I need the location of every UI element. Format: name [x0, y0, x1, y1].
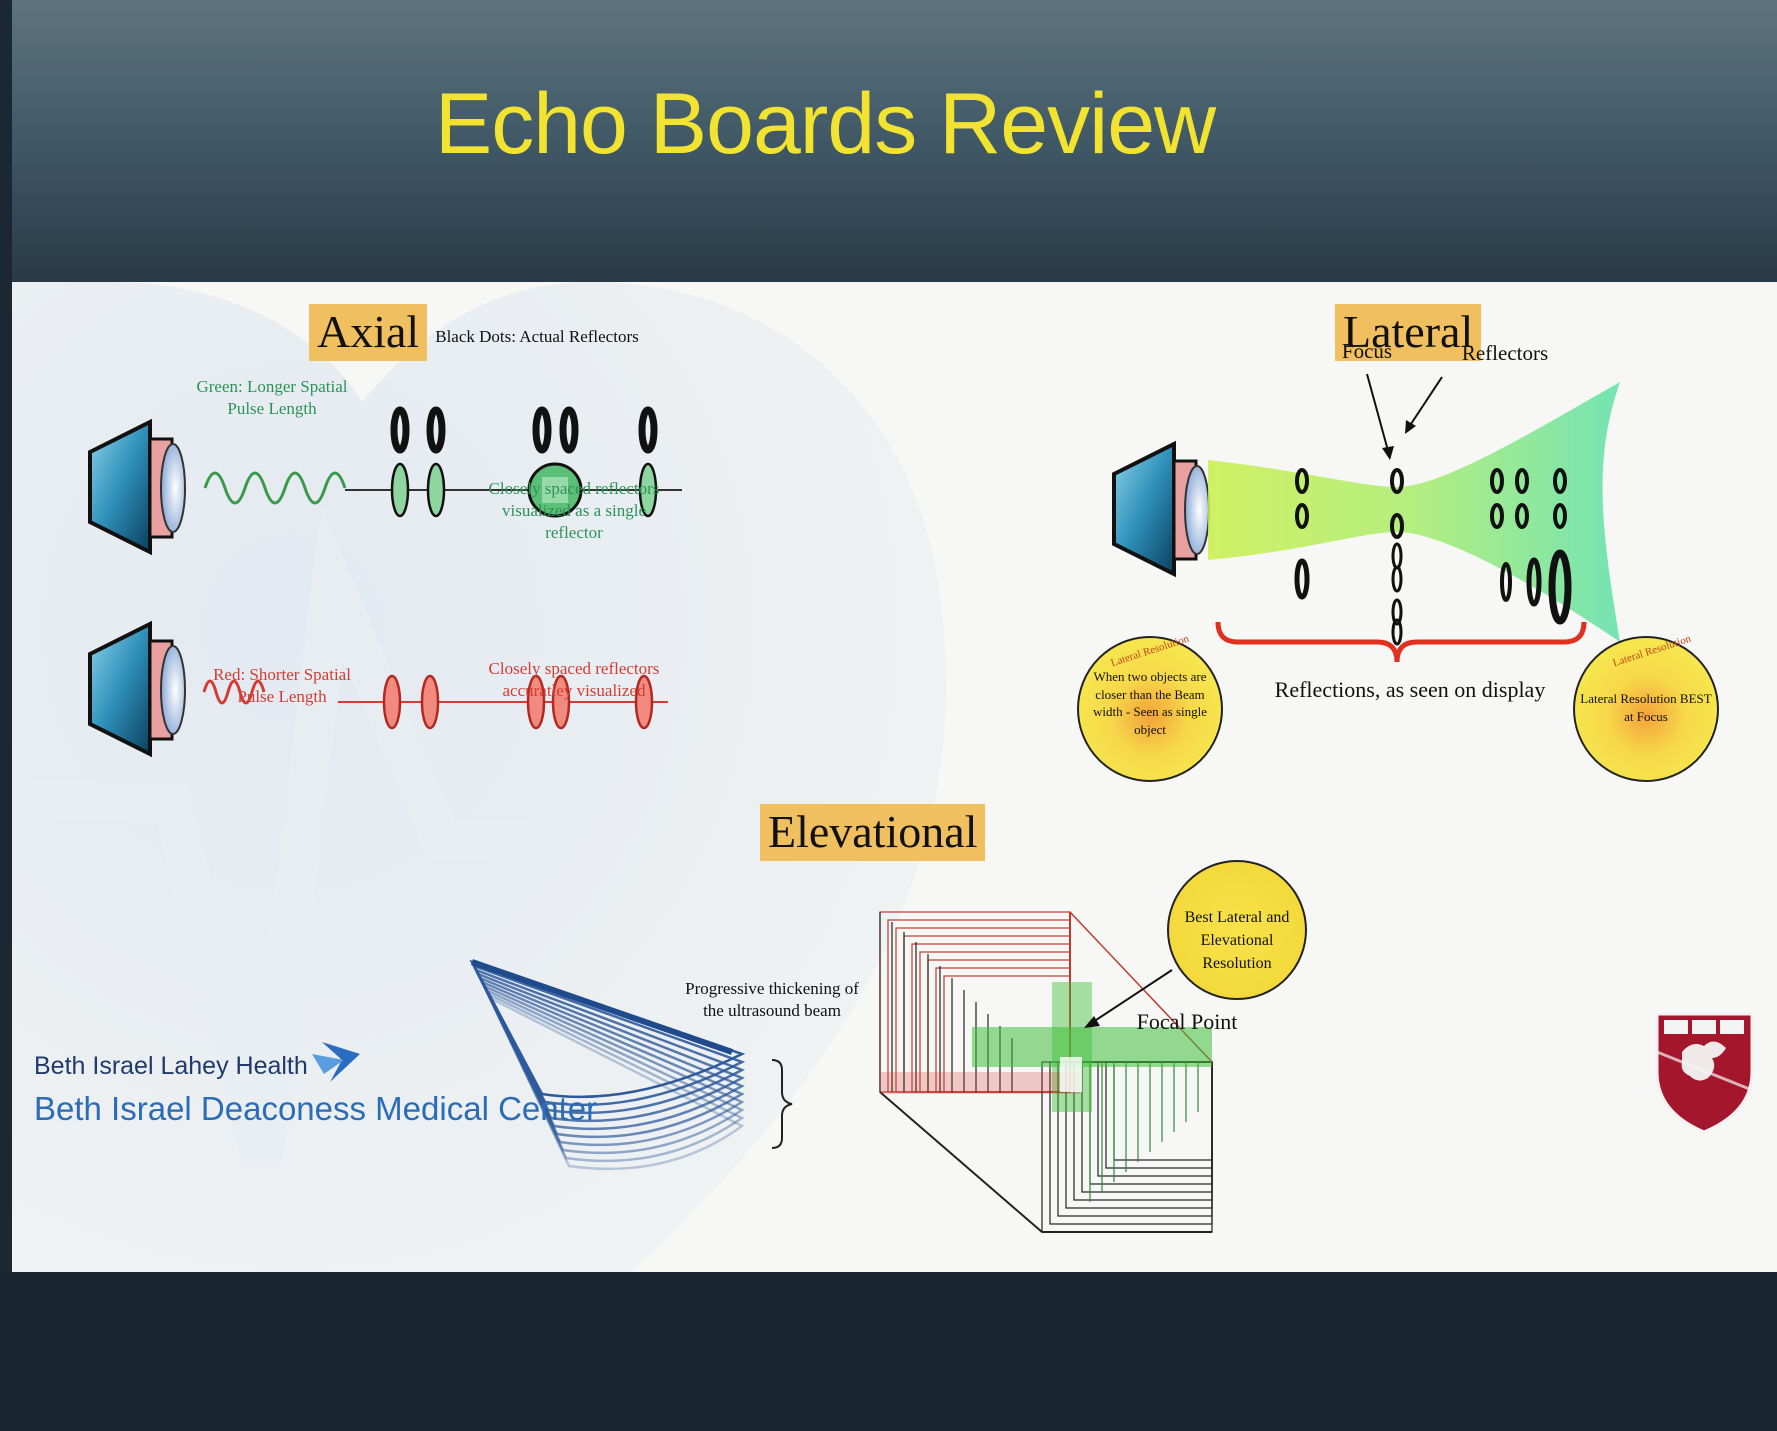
bilh-bird-icon — [312, 1042, 360, 1082]
beam-thickening-label: Progressive thickening of the ultrasound… — [652, 978, 892, 1022]
axial-heading: Axial — [309, 304, 428, 361]
elevational-heading: Elevational — [760, 804, 986, 861]
lateral-left-circle-text: When two objects are closer than the Bea… — [1092, 669, 1208, 737]
org-name-line2: Beth Israel Deaconess Medical Center — [34, 1090, 598, 1127]
lateral-right-circle-text: Lateral Resolution BEST at Focus — [1580, 691, 1712, 724]
focal-point-label: Focal Point — [1136, 1009, 1238, 1034]
axial-green-label: Green: Longer Spatial Pulse Length — [182, 376, 362, 420]
axial-green-label-line1: Green: Longer Spatial — [196, 377, 348, 396]
lateral-reflectors-label: Reflectors — [1461, 341, 1549, 365]
beam-thickening-line2: the ultrasound beam — [703, 1001, 841, 1021]
org-name-line1: Beth Israel Lahey Health — [34, 1052, 308, 1080]
axial-green-note: Closely spaced reflectors visualized as … — [452, 478, 696, 544]
axial-green-note-line3: reflector — [545, 523, 603, 543]
axial-probe-red — [88, 620, 186, 758]
best-resolution-line1: Best Lateral and — [1184, 909, 1290, 926]
axial-green-note-line2: visualized as a single — [502, 501, 646, 521]
lateral-display-label: Reflections, as seen on display — [1274, 677, 1546, 702]
slide-footer — [0, 1272, 1777, 1431]
axial-red-note-line2: accuratley visualized — [502, 681, 646, 701]
diagram-artwork — [12, 282, 1754, 1272]
axial-red-note-line1: Closely spaced reflectors — [488, 659, 660, 678]
blue-beam-fan — [469, 959, 746, 1171]
slide-body: Axial Black Dots: Actual Reflectors Gree… — [12, 282, 1777, 1272]
lateral-probe — [1112, 440, 1210, 578]
best-resolution-text: Best Lateral and Elevational Resolution — [1177, 906, 1297, 976]
axial-red-note: Closely spaced reflectors accuratley vis… — [452, 658, 696, 702]
slide-header — [12, 0, 1777, 282]
lateral-heading: Lateral — [1335, 304, 1482, 361]
best-resolution-line3: Resolution — [1202, 955, 1272, 973]
axial-red-label-line2: Pulse Length — [237, 687, 327, 707]
axial-green-label-line2: Pulse Length — [227, 399, 317, 419]
axial-red-label-line1: Red: Shorter Spatial — [213, 665, 351, 684]
axial-black-dots-label: Black Dots: Actual Reflectors — [435, 327, 639, 346]
axial-red-label: Red: Shorter Spatial Pulse Length — [192, 664, 372, 708]
axial-probe-green — [88, 418, 186, 556]
axial-green-note-line1: Closely spaced reflectors — [488, 479, 660, 498]
slide-title: Echo Boards Review — [434, 76, 1216, 172]
best-resolution-line2: Elevational — [1200, 932, 1274, 950]
lateral-focus-label: Focus — [1341, 339, 1393, 363]
harvard-shield-icon — [1655, 1012, 1754, 1134]
beam-thickening-line1: Progressive thickening of — [685, 979, 859, 998]
